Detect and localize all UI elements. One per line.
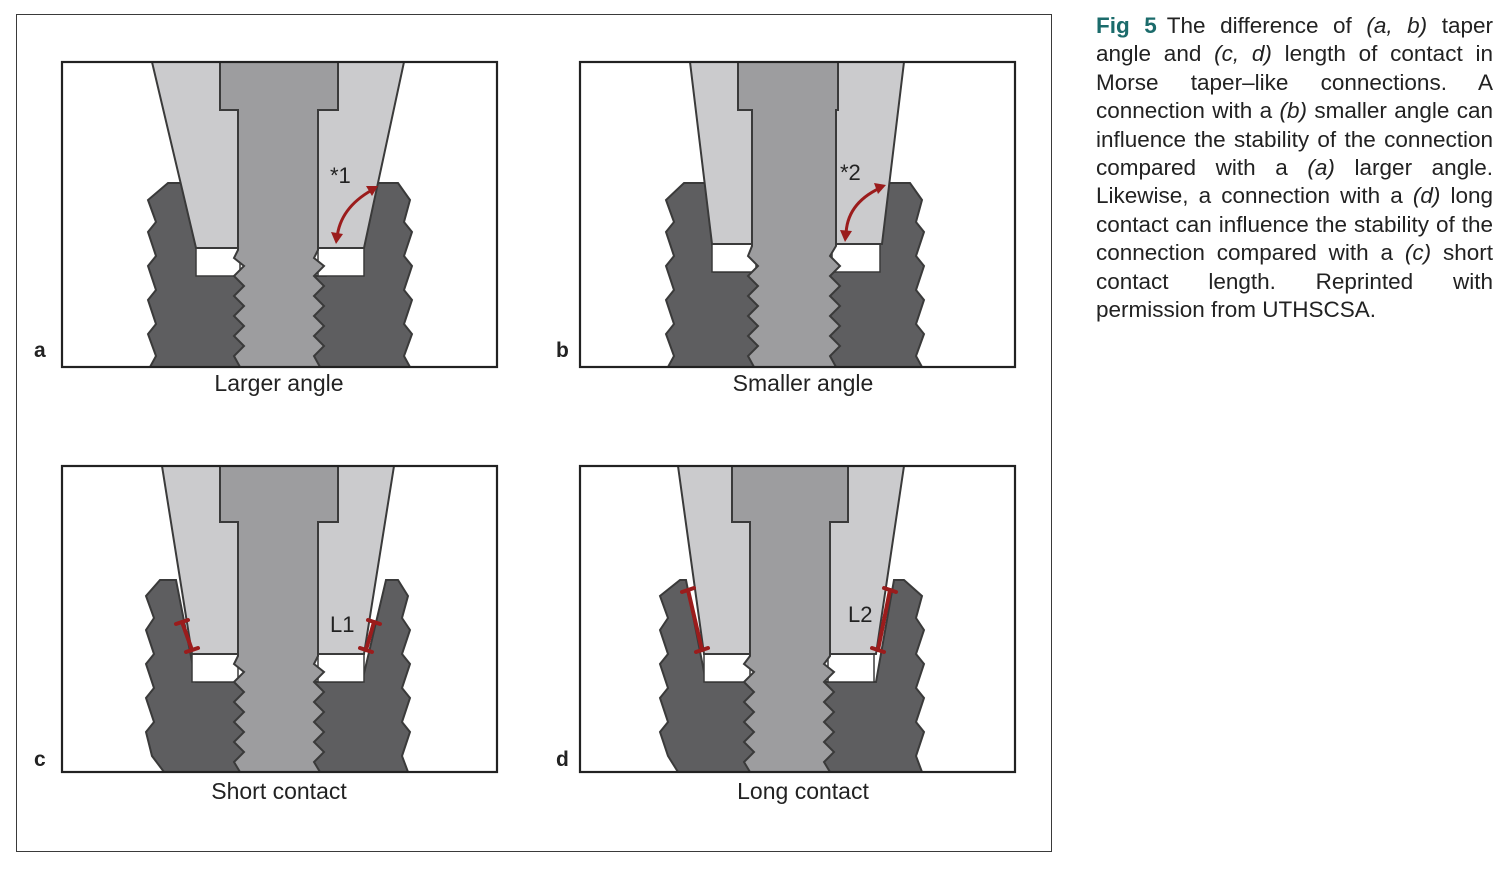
panel-caption: Larger angle bbox=[214, 370, 343, 396]
caption-ref: (c, d) bbox=[1214, 41, 1272, 67]
arrow-head bbox=[331, 232, 343, 244]
void-left bbox=[195, 247, 241, 277]
void-left bbox=[703, 653, 751, 683]
panel-d: L2 d Long contact bbox=[556, 464, 1017, 804]
void-right bbox=[827, 653, 875, 683]
caption-text: taper angle and bbox=[1096, 13, 1493, 67]
abutment-screw bbox=[737, 62, 842, 367]
caption-text: smaller angle can influence the stabilit… bbox=[1096, 98, 1493, 181]
caption-ref: (c) bbox=[1404, 240, 1432, 266]
panel-b: *2 b Smaller angle bbox=[556, 60, 1017, 396]
panel-border bbox=[60, 464, 499, 774]
figure-caption: Fig 5 The difference of (a, b) taper angl… bbox=[1096, 12, 1493, 324]
panel-letter: c bbox=[34, 748, 46, 771]
contact-length-marker bbox=[174, 618, 382, 654]
contact-length-marker bbox=[680, 586, 898, 654]
panel-a: *1 a Larger angle bbox=[34, 60, 499, 396]
angle-marker-label: *2 bbox=[840, 160, 861, 185]
abutment-screw bbox=[219, 62, 339, 367]
figure-frame bbox=[16, 14, 1052, 852]
angle-arrow bbox=[844, 186, 881, 237]
void-right bbox=[317, 247, 365, 277]
angle-marker-label: *1 bbox=[330, 163, 351, 188]
panel-caption: Long contact bbox=[737, 778, 869, 804]
caption-ref: (a) bbox=[1307, 155, 1335, 181]
caption-ref: (d) bbox=[1412, 183, 1441, 209]
caption-text: length of contact in Morse taper–like co… bbox=[1096, 41, 1493, 124]
arrow-head bbox=[874, 183, 886, 194]
abutment-screw bbox=[731, 466, 849, 772]
caption-text: long contact can influ­ence the stabilit… bbox=[1096, 183, 1493, 266]
caption-text: larger angle. Likewise, a connection wit… bbox=[1096, 155, 1493, 209]
abutment-screw bbox=[219, 466, 339, 772]
panel-c: L1 c Short contact bbox=[34, 464, 499, 804]
caption-text: The difference of bbox=[1166, 13, 1367, 38]
implant-body bbox=[658, 579, 926, 772]
panel-caption: Smaller angle bbox=[733, 370, 874, 396]
angle-arrow bbox=[335, 188, 373, 239]
caption-text: short contact length. Reprinted with per… bbox=[1096, 240, 1493, 323]
panel-border bbox=[578, 60, 1017, 369]
caption-ref: (a, b) bbox=[1366, 13, 1428, 38]
contact-marker-label: L2 bbox=[848, 602, 872, 627]
panel-border bbox=[60, 60, 499, 369]
panel-letter: a bbox=[34, 339, 46, 362]
caption-ref: (b) bbox=[1279, 98, 1308, 124]
void-left bbox=[191, 653, 239, 683]
arrow-head bbox=[366, 186, 378, 196]
panel-letter: b bbox=[556, 339, 569, 362]
figure-label: Fig 5 bbox=[1096, 13, 1157, 38]
panel-caption: Short contact bbox=[211, 778, 347, 804]
void-right bbox=[317, 653, 365, 683]
panel-letter: d bbox=[556, 748, 569, 771]
arrow-head bbox=[840, 230, 852, 242]
contact-marker-label: L1 bbox=[330, 612, 354, 637]
panel-border bbox=[578, 464, 1017, 774]
